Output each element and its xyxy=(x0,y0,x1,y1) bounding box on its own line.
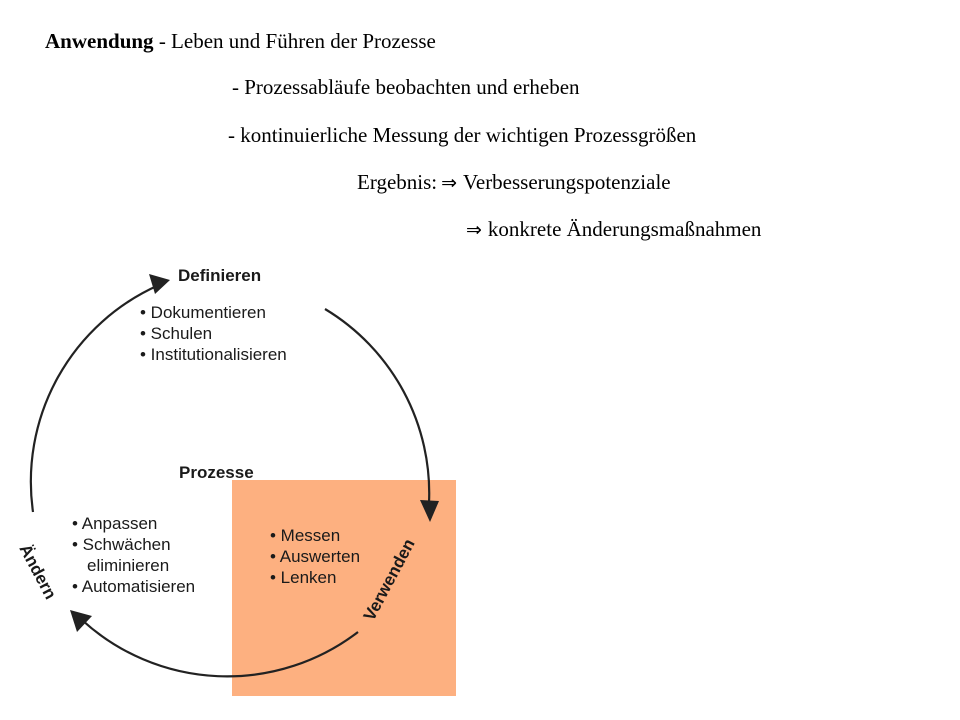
arc-aendern-definieren xyxy=(29,283,160,513)
arc-verwenden-aendern xyxy=(81,619,359,678)
definieren-title: Definieren xyxy=(178,266,261,285)
arc-definieren-verwenden xyxy=(324,308,431,504)
definieren-item: • Institutionalisieren xyxy=(140,345,287,364)
implies-arrow-icon: ⇒ xyxy=(466,219,482,241)
aendern-item: • Anpassen xyxy=(72,514,157,533)
verwenden-item: • Auswerten xyxy=(270,547,360,566)
bullet-observe: - Prozessabläufe beobachten und erheben xyxy=(232,75,580,99)
definieren-item: • Schulen xyxy=(140,324,212,343)
aendern-title: Ändern xyxy=(15,541,60,602)
verwenden-item: • Lenken xyxy=(270,568,336,587)
result-value-2: konkrete Änderungsmaßnahmen xyxy=(487,217,762,241)
bullet-measure: - kontinuierliche Messung der wichtigen … xyxy=(228,123,697,147)
highlight-box xyxy=(232,480,456,696)
result-label: Ergebnis: xyxy=(357,170,438,194)
aendern-item: • Automatisieren xyxy=(72,577,195,596)
heading-line: Anwendung - Leben und Führen der Prozess… xyxy=(45,31,436,52)
arrow-head-definieren-icon xyxy=(149,274,170,294)
heading-rest: - Leben und Führen der Prozesse xyxy=(153,29,436,53)
verwenden-item: • Messen xyxy=(270,526,340,545)
aendern-item: eliminieren xyxy=(87,556,169,575)
definieren-item: • Dokumentieren xyxy=(140,303,266,322)
heading-bold: Anwendung xyxy=(45,29,154,53)
implies-arrow-icon: ⇒ xyxy=(441,172,458,194)
arrow-head-verwenden-icon xyxy=(420,500,439,522)
result-line-2: ⇒konkrete Änderungsmaßnahmen xyxy=(462,219,761,240)
arrow-head-aendern-icon xyxy=(70,610,92,632)
center-label: Prozesse xyxy=(179,463,254,482)
result-value: Verbesserungspotenziale xyxy=(463,170,671,194)
result-line: Ergebnis:⇒Verbesserungspotenziale xyxy=(357,172,671,193)
verwenden-title: Verwenden xyxy=(360,536,419,624)
aendern-item: • Schwächen xyxy=(72,535,171,554)
